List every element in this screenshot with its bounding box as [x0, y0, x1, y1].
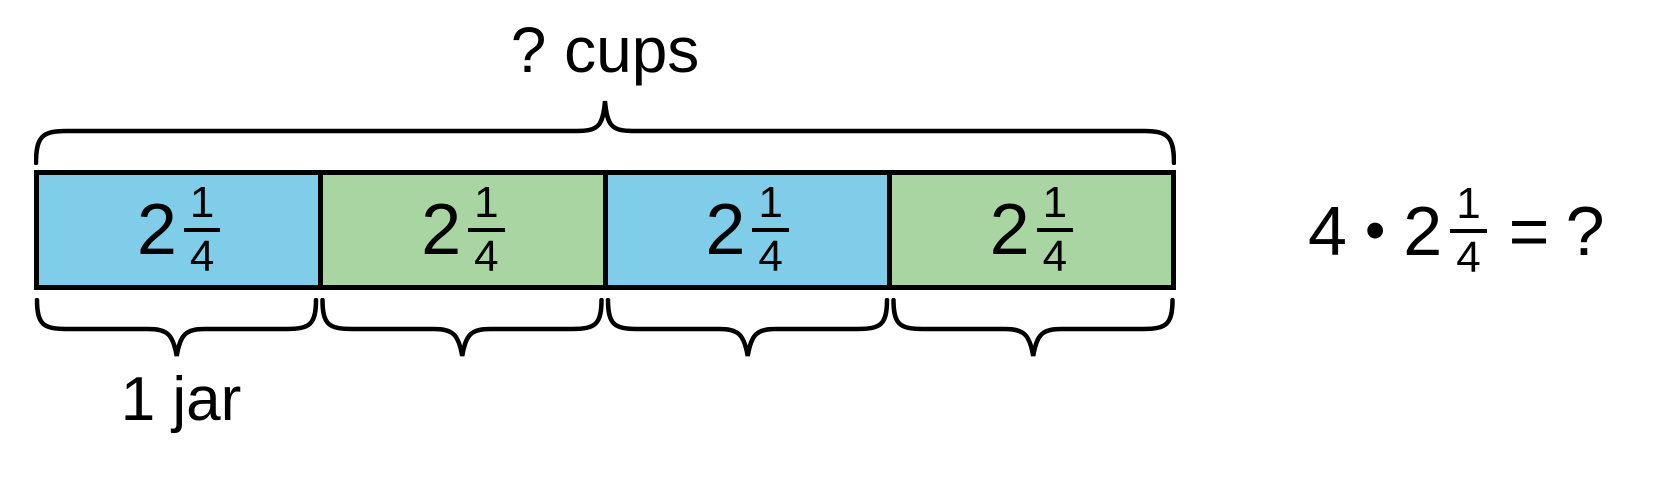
fraction: 1 4: [468, 181, 505, 281]
total-cups-label: ? cups: [510, 14, 700, 86]
equation-result: ?: [1565, 192, 1605, 270]
bottom-braces: [34, 298, 1176, 362]
multiplication-dot-icon: •: [1364, 198, 1386, 263]
whole-number: 2: [136, 190, 177, 270]
one-jar-label: 1 jar: [120, 365, 242, 434]
tape-segment-4: 2 1 4: [886, 175, 1171, 285]
segment-value: 2 1 4: [421, 181, 505, 279]
equation-whole-number: 2: [1403, 192, 1443, 270]
fraction: 1 4: [1036, 181, 1074, 281]
equation-multiplier: 4: [1308, 192, 1347, 270]
whole-number: 2: [421, 190, 462, 270]
multiplication-equation: 4 • 2 1 4 = ?: [1308, 170, 1605, 292]
fraction-numerator: 1: [183, 181, 221, 232]
equation-fraction-numerator: 1: [1450, 182, 1487, 233]
equation-fraction: 1 4: [1450, 182, 1487, 282]
bottom-brace-2: [323, 300, 602, 356]
equation-fraction-denominator: 4: [1456, 233, 1481, 282]
fraction-numerator: 1: [468, 181, 505, 232]
tape-segment-3: 2 1 4: [602, 175, 887, 285]
fraction-denominator: 4: [189, 232, 215, 281]
whole-number: 2: [989, 190, 1030, 270]
segment-value: 2 1 4: [990, 181, 1074, 279]
fraction-denominator: 4: [474, 232, 499, 281]
equals-sign: =: [1508, 192, 1550, 270]
segment-value: 2 1 4: [137, 181, 221, 279]
tape-segment-2: 2 1 4: [318, 175, 603, 285]
bottom-brace-1: [37, 300, 316, 356]
fraction-denominator: 4: [1042, 232, 1068, 281]
whole-number: 2: [705, 190, 746, 270]
fraction: 1 4: [752, 181, 789, 281]
fraction: 1 4: [183, 181, 221, 281]
top-brace: [34, 100, 1176, 165]
bottom-brace-3: [608, 300, 887, 356]
tape-bar: 2 1 4 2 1 4 2 1 4: [34, 170, 1176, 290]
fraction-numerator: 1: [1036, 181, 1074, 232]
fraction-numerator: 1: [752, 181, 789, 232]
fraction-denominator: 4: [758, 232, 783, 281]
tape-segment-1: 2 1 4: [39, 175, 319, 285]
segment-value: 2 1 4: [705, 181, 789, 279]
bottom-brace-4: [894, 300, 1173, 356]
